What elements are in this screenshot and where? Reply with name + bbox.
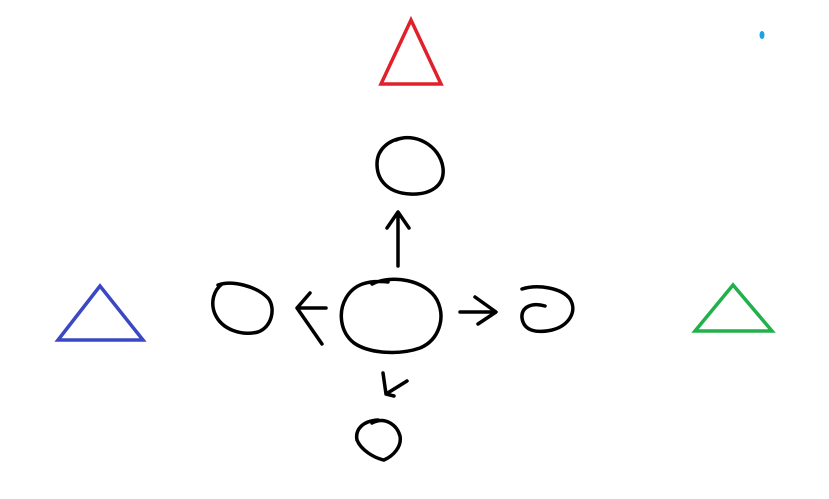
- arrow-right-icon: [458, 295, 498, 326]
- arrow-down-icon: [381, 371, 409, 398]
- left-circle-icon: [211, 281, 274, 335]
- arrow-up-icon: [385, 210, 411, 268]
- arrow-left-icon: [295, 291, 328, 346]
- top-triangle-icon: [378, 15, 444, 86]
- right-circle-icon: [520, 285, 575, 334]
- blue-dot: [759, 31, 765, 39]
- right-triangle-icon: [691, 282, 776, 333]
- left-triangle-icon: [54, 283, 147, 342]
- top-circle-icon: [375, 135, 445, 196]
- bottom-circle-icon: [354, 418, 403, 462]
- center-circle-icon: [339, 277, 443, 355]
